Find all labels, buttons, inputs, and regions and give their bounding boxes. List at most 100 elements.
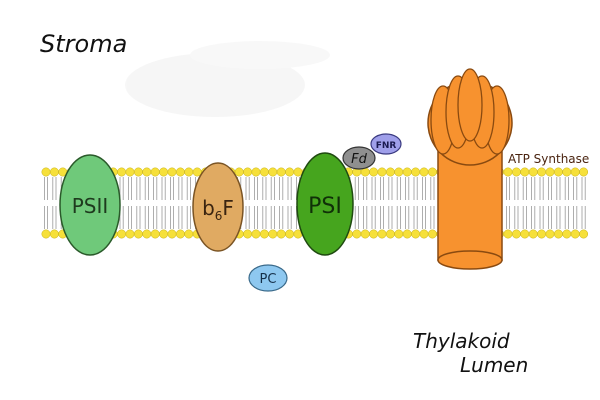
stroma-label: Stroma [40,30,127,58]
lipid-head [385,167,395,177]
b6f-label-b: b [202,196,215,220]
b6f-label-f: F [222,196,234,220]
pc-label: PC [260,272,277,287]
b6f-label-subscript: 6 [215,209,223,223]
b6f-complex: b6F [192,162,244,252]
lipid-head [528,229,538,239]
fnr-shape [370,133,402,155]
lipid-head [243,229,253,239]
lipid-head [377,167,387,177]
lipid-head [545,167,555,177]
lipid-head [394,229,404,239]
psi-complex: PSI [296,152,354,256]
lipid-head [184,167,194,177]
lipid-head [352,229,362,239]
lipid-head [562,229,572,239]
background-smudge [125,41,330,117]
lipid-head [167,229,177,239]
lipid-head [419,167,429,177]
lipid-head [579,229,589,239]
lipid-head [117,167,127,177]
lipid-head [259,229,269,239]
lipid-head [175,229,185,239]
lipid-head [520,167,530,177]
psii-shape [59,154,121,256]
lipid-head [150,167,160,177]
lipid-head [377,229,387,239]
pc-shape [248,264,288,292]
lipid-head [276,229,286,239]
lipid-head [419,229,429,239]
lipid-head [503,229,513,239]
lipid-head [117,229,127,239]
atp-synthase-head-lobe [457,68,483,142]
psi-shape [296,152,354,256]
lipid-head [285,229,295,239]
b6f-label: b6F [202,196,234,223]
fd-shape [342,146,376,170]
lipid-head [537,167,547,177]
lipid-head [570,167,580,177]
psi-label: PSI [308,194,342,219]
atp-synthase-head [427,68,513,166]
lipid-head [402,167,412,177]
psii-label: PSII [72,194,109,218]
lipid-head [276,167,286,177]
psii-complex: PSII [59,154,121,256]
lipid-head [427,229,437,239]
lipid-head [520,229,530,239]
lipid-head [360,229,370,239]
lipid-head [553,167,563,177]
lipid-head [125,167,135,177]
lipid-head [41,229,51,239]
lipid-head [369,229,379,239]
lipid-head [411,167,421,177]
lipid-head [234,167,244,177]
lipid-head [175,167,185,177]
lipid-bilayer [41,167,589,239]
lipid-head [385,229,395,239]
atp-synthase-base-bottom [437,250,503,270]
lipid-head [427,167,437,177]
lipid-head [293,167,303,177]
pc-protein: PC [248,264,288,292]
atp-synthase-label: ATP Synthase [508,152,589,166]
lipid-head [402,229,412,239]
lipid-head [251,167,261,177]
lipid-head [562,167,572,177]
atp-synthase [427,68,513,270]
lipid-head [150,229,160,239]
lipid-head [394,167,404,177]
lipid-head [133,229,143,239]
lipid-head [570,229,580,239]
lipid-head [579,167,589,177]
lipid-head [511,229,521,239]
fd-label: Fd [351,152,367,167]
lipid-head [553,229,563,239]
lipid-head [167,167,177,177]
lipid-head [142,229,152,239]
lipid-head [511,167,521,177]
lipid-head [545,229,555,239]
fd-protein: Fd [342,146,376,170]
lipid-head [251,229,261,239]
lipid-head [259,167,269,177]
lipid-head [528,167,538,177]
lipid-head [125,229,135,239]
lipid-head [49,167,59,177]
lumen-label-line1: Thylakoid [413,329,510,353]
b6f-shape [192,162,244,252]
lipid-head [537,229,547,239]
fnr-label: FNR [376,141,397,151]
lipid-head [41,167,51,177]
lipid-head [243,167,253,177]
fnr-protein: FNR [370,133,402,155]
lipid-head [411,229,421,239]
lipid-head [369,167,379,177]
lipid-head [159,229,169,239]
lipid-head [285,167,295,177]
lipid-head [268,167,278,177]
lipid-head [268,229,278,239]
lipid-head [133,167,143,177]
